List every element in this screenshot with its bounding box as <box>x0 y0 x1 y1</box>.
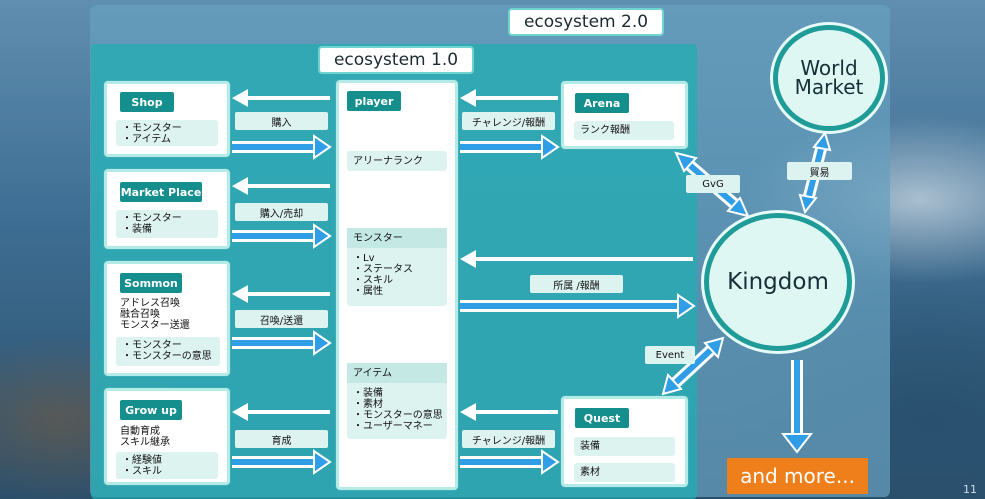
player-monster-items: ・Lv ・ステータス ・スキル ・属性 <box>353 253 413 297</box>
kingdom-action-label: 所属 /報酬 <box>530 275 623 293</box>
world-market-node: World Market <box>773 25 885 131</box>
ecosystem-2-label: ecosystem 2.0 <box>508 8 664 36</box>
quest-card: Quest 装備 素材 <box>561 396 688 487</box>
quest-item-equipment: 装備 <box>574 437 675 456</box>
player-monster-section: モンスター ・Lv ・ステータス ・スキル ・属性 <box>347 228 447 306</box>
arrow-shop-to-player <box>232 134 332 160</box>
quest-action-label: チャレンジ/報酬 <box>462 430 555 448</box>
shop-card: Shop ・モンスター ・アイテム <box>104 81 230 157</box>
growup-description: 自動育成 スキル継承 <box>120 426 170 448</box>
arrow-sommon-to-player <box>232 330 332 356</box>
growup-title: Grow up <box>120 400 182 420</box>
arrow-growup-to-player <box>232 449 332 475</box>
arrow-quest-kingdom-event <box>661 336 725 396</box>
arena-item: ランク報酬 <box>574 121 674 140</box>
sommon-title: Sommon <box>120 273 182 293</box>
arrow-arena-to-player <box>460 89 558 107</box>
market-items: ・モンスター ・装備 <box>116 210 218 238</box>
player-title: player <box>347 91 401 111</box>
market-card: Market Place ・モンスター ・装備 <box>104 169 230 249</box>
sommon-items: ・モンスター ・モンスターの意思 <box>116 337 220 366</box>
arena-title: Arena <box>575 93 629 113</box>
and-more-button: and more... <box>727 458 868 494</box>
market-action-label: 購入/売却 <box>235 203 328 221</box>
player-item-title: アイテム <box>347 363 447 383</box>
sommon-action-label: 召喚/送還 <box>235 310 328 328</box>
sommon-description: アドレス召喚 融合召喚 モンスター送還 <box>120 298 190 331</box>
arrow-kingdom-to-more <box>780 360 814 454</box>
arrow-kingdom-to-player <box>460 250 693 268</box>
arrow-market-to-player <box>232 223 332 249</box>
player-arena-rank: アリーナランク <box>347 151 447 171</box>
shop-items: ・モンスター ・アイテム <box>116 120 218 146</box>
kingdom-node: Kingdom <box>704 213 852 351</box>
growup-action-label: 育成 <box>235 430 328 448</box>
player-card: player アリーナランク モンスター ・Lv ・ステータス ・スキル ・属性… <box>336 80 458 490</box>
arrow-player-to-sommon <box>232 285 330 303</box>
trade-label: 貿易 <box>787 162 852 180</box>
sommon-card: Sommon アドレス召喚 融合召喚 モンスター送還 ・モンスター ・モンスター… <box>104 261 230 376</box>
quest-item-material: 素材 <box>574 463 675 482</box>
world-market-title: World Market <box>794 56 864 99</box>
arena-card: Arena ランク報酬 <box>561 81 688 149</box>
page-number: 11 <box>963 483 977 496</box>
shop-title: Shop <box>120 92 174 112</box>
arena-action-label: チャレンジ/報酬 <box>462 112 555 130</box>
player-item-items: ・装備 ・素材 ・モンスターの意思 ・ユーザーマネー <box>353 388 443 432</box>
player-item-section: アイテム ・装備 ・素材 ・モンスターの意思 ・ユーザーマネー <box>347 363 447 439</box>
arrow-player-to-arena <box>460 134 560 160</box>
growup-card: Grow up 自動育成 スキル継承 ・経験値 ・スキル <box>104 388 230 485</box>
arrow-player-to-shop <box>232 89 330 107</box>
growup-items: ・経験値 ・スキル <box>116 452 218 479</box>
player-monster-title: モンスター <box>347 228 447 248</box>
ecosystem-1-label: ecosystem 1.0 <box>318 46 474 74</box>
gvg-label: GvG <box>686 175 740 193</box>
arrow-quest-to-player <box>460 403 558 421</box>
arrow-player-to-kingdom <box>460 293 696 319</box>
arrow-player-to-market <box>232 177 330 195</box>
quest-title: Quest <box>575 408 629 428</box>
shop-action-label: 購入 <box>235 112 328 130</box>
arrow-player-to-growup <box>232 403 330 421</box>
kingdom-title: Kingdom <box>727 269 829 295</box>
arrow-player-to-quest <box>460 449 560 475</box>
event-label: Event <box>645 346 695 364</box>
market-title: Market Place <box>120 182 202 202</box>
